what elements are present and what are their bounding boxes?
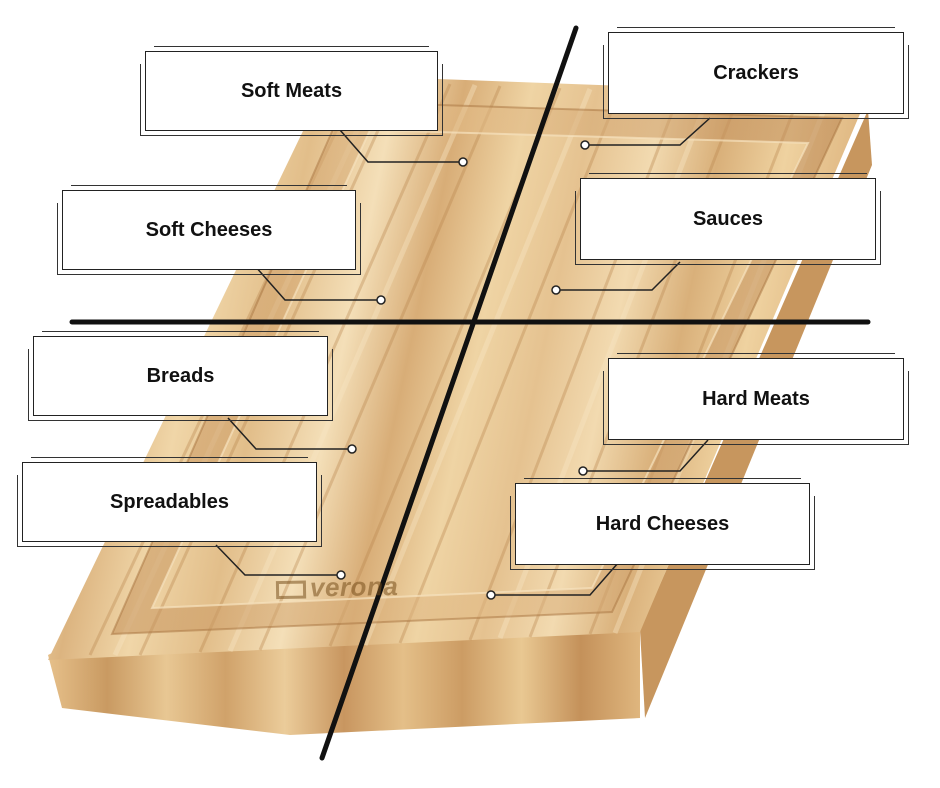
brand-logo: verona (275, 570, 399, 604)
label-crackers-text: Crackers (713, 61, 799, 84)
brand-mark-icon (275, 580, 307, 600)
label-sauces: Sauces (575, 173, 881, 265)
brand-text: verona (309, 570, 399, 603)
label-spreadables-text: Spreadables (110, 490, 229, 513)
label-soft-cheeses-text: Soft Cheeses (145, 218, 273, 241)
label-soft-meats: Soft Meats (140, 46, 443, 136)
label-soft-meats-text: Soft Meats (240, 79, 343, 102)
diagonal-divider-line (319, 25, 579, 761)
label-hard-meats-text: Hard Meats (702, 387, 810, 410)
label-spreadables: Spreadables (17, 457, 322, 547)
label-crackers: Crackers (603, 27, 909, 119)
leader-dots (336, 140, 590, 600)
label-hard-meats: Hard Meats (603, 353, 909, 445)
label-breads: Breads (28, 331, 333, 421)
label-hard-cheeses: Hard Cheeses (510, 478, 815, 570)
label-sauces-text: Sauces (692, 207, 764, 230)
label-hard-cheeses-text: Hard Cheeses (595, 512, 730, 535)
label-breads-text: Breads (146, 364, 215, 387)
label-soft-cheeses: Soft Cheeses (57, 185, 361, 275)
leader-lines (215, 117, 711, 596)
